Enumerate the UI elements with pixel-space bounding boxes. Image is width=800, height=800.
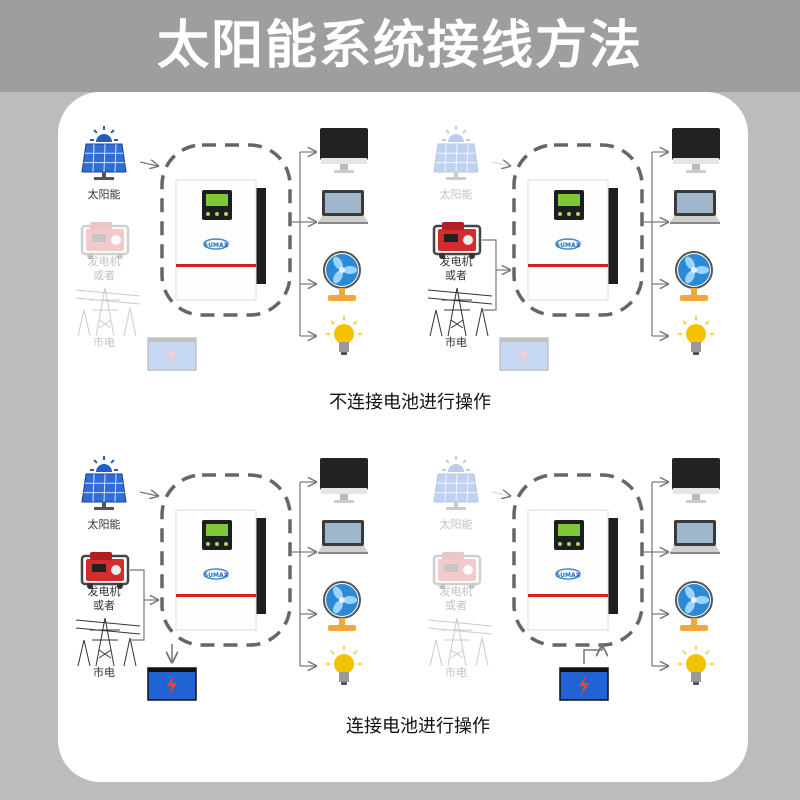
grid-label: 市电 xyxy=(445,335,467,349)
generator-or-label: 或者 xyxy=(445,599,467,612)
solar-label: 太阳能 xyxy=(440,517,473,531)
inverter-icon: SUMAX xyxy=(527,179,618,301)
power-tower-icon xyxy=(75,287,141,337)
grid-label: 市电 xyxy=(93,335,115,349)
monitor-icon xyxy=(672,458,720,503)
light-bulb-icon xyxy=(678,316,714,355)
laptop-icon xyxy=(670,520,720,554)
power-tower-icon xyxy=(427,287,493,337)
light-bulb-icon xyxy=(326,316,362,355)
solar-panel-icon xyxy=(433,126,479,180)
brand-logo: SUMAX xyxy=(204,572,229,579)
generator-or-label: 或者 xyxy=(93,599,115,612)
brand-logo: SUMAX xyxy=(556,572,581,579)
fan-icon xyxy=(675,581,713,631)
generator-label: 发电机 xyxy=(88,254,121,268)
solar-label: 太阳能 xyxy=(88,187,121,201)
caption-with-battery: 连接电池进行操作 xyxy=(346,716,490,737)
laptop-icon xyxy=(318,520,368,554)
caption-without-battery: 不连接电池进行操作 xyxy=(329,392,491,413)
generator-icon xyxy=(80,222,130,259)
power-tower-icon xyxy=(75,617,141,667)
generator-or-label: 或者 xyxy=(445,269,467,282)
laptop-icon xyxy=(318,190,368,224)
laptop-icon xyxy=(670,190,720,224)
inverter-icon: SUMAX xyxy=(175,179,266,301)
generator-label: 发电机 xyxy=(440,254,473,268)
battery-icon xyxy=(559,667,609,701)
monitor-icon xyxy=(320,128,368,173)
generator-icon xyxy=(432,222,482,259)
generator-icon xyxy=(432,552,482,589)
grid-label: 市电 xyxy=(93,665,115,679)
light-bulb-icon xyxy=(678,646,714,685)
grid-label: 市电 xyxy=(445,665,467,679)
fan-icon xyxy=(323,581,361,631)
brand-logo: SUMAX xyxy=(556,242,581,249)
generator-or-label: 或者 xyxy=(93,269,115,282)
light-bulb-icon xyxy=(326,646,362,685)
solar-panel-icon xyxy=(433,456,479,510)
battery-icon xyxy=(147,337,197,371)
generator-icon xyxy=(80,552,130,589)
fan-icon xyxy=(323,251,361,301)
solar-label: 太阳能 xyxy=(440,187,473,201)
generator-label: 发电机 xyxy=(440,584,473,598)
diagram-card xyxy=(58,92,748,782)
power-tower-icon xyxy=(427,617,493,667)
page-title: 太阳能系统接线方法 xyxy=(0,0,800,92)
brand-logo: SUMAX xyxy=(204,242,229,249)
fan-icon xyxy=(675,251,713,301)
monitor-icon xyxy=(672,128,720,173)
solar-panel-icon xyxy=(81,456,127,510)
monitor-icon xyxy=(320,458,368,503)
inverter-icon: SUMAX xyxy=(527,509,618,631)
battery-icon xyxy=(499,337,549,371)
solar-panel-icon xyxy=(81,126,127,180)
solar-label: 太阳能 xyxy=(88,517,121,531)
battery-icon xyxy=(147,667,197,701)
inverter-icon: SUMAX xyxy=(175,509,266,631)
generator-label: 发电机 xyxy=(88,584,121,598)
